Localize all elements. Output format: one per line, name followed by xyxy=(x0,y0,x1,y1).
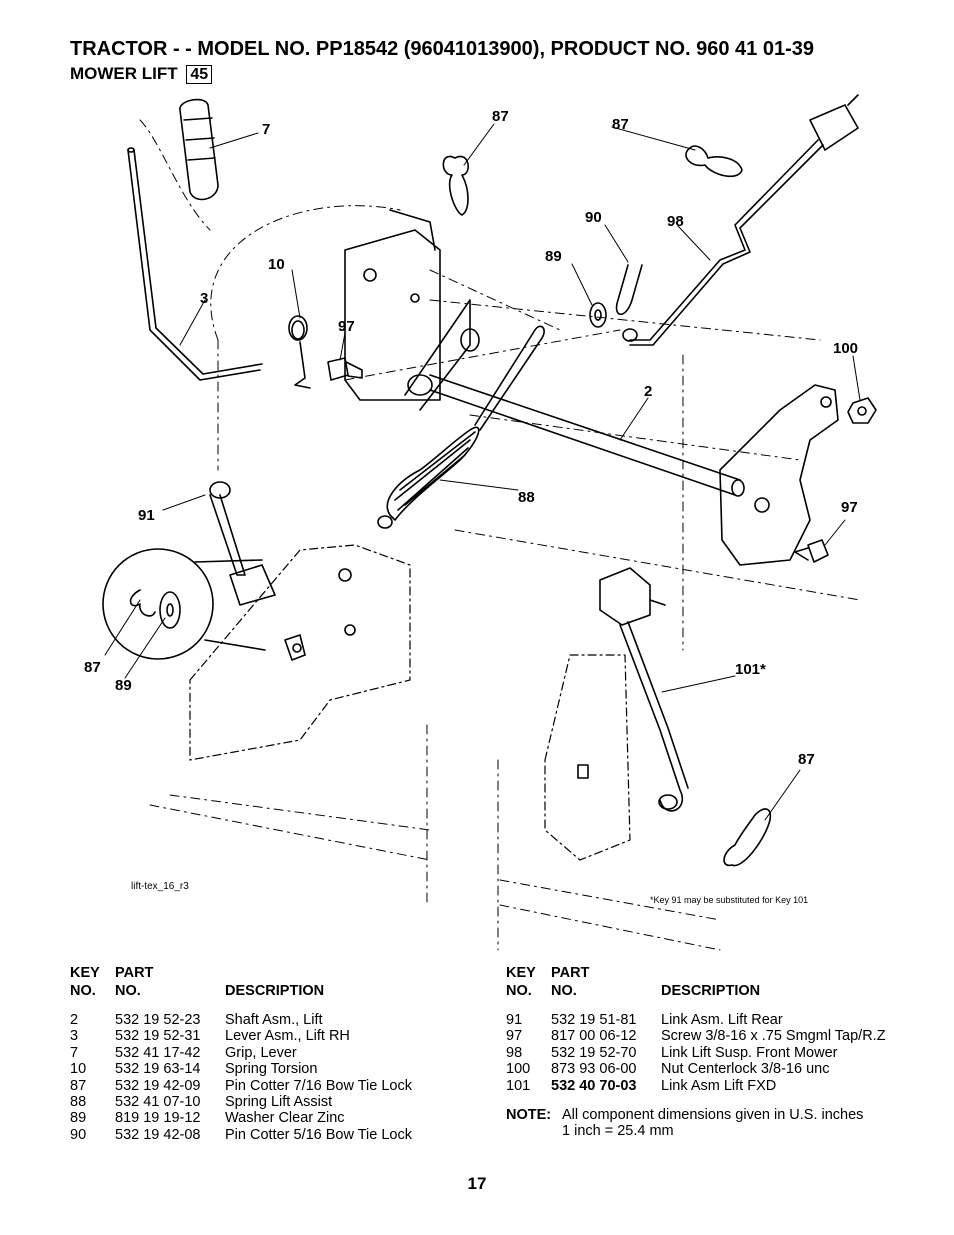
table-row: 7 532 41 17-42 Grip, Lever xyxy=(70,1045,465,1061)
part-key: 10 xyxy=(70,1061,87,1078)
note-label: NOTE: xyxy=(506,1107,552,1123)
page-title: TRACTOR - - MODEL NO. PP18542 (960410139… xyxy=(70,38,814,60)
table-row: 98 532 19 52-70 Link Lift Susp. Front Mowe… xyxy=(506,1045,911,1061)
part-description: Washer Clear Zinc xyxy=(225,1110,345,1127)
note-line-1: All component dimensions given in U.S. i… xyxy=(562,1107,864,1123)
description-header: DESCRIPTION xyxy=(225,983,325,999)
part-description: Pin Cotter 7/16 Bow Tie Lock xyxy=(225,1077,412,1094)
part-number: 532 40 70-03 xyxy=(551,1077,637,1094)
part-description: Link Asm Lift FXD xyxy=(661,1077,777,1094)
part-description: Nut Centerlock 3/8-16 unc xyxy=(661,1061,830,1078)
part-number: 532 19 42-09 xyxy=(115,1077,201,1094)
part-description: Link Asm. Lift Rear xyxy=(661,1012,783,1028)
part-key: 90 xyxy=(70,1126,87,1143)
table-row: 97 817 00 06-12 Screw 3/8-16 x .75 Smgml T… xyxy=(506,1028,911,1044)
callout-89-top: 89 xyxy=(545,248,562,265)
part-description: Pin Cotter 5/16 Bow Tie Lock xyxy=(225,1126,412,1143)
part-number: 532 19 42-08 xyxy=(115,1126,201,1143)
table-row: 2 532 19 52-23 Shaft Asm., Lift xyxy=(70,1012,465,1028)
part-key: 87 xyxy=(70,1077,87,1094)
callout-87-top-right: 87 xyxy=(612,116,629,133)
part-number: 873 93 06-00 xyxy=(551,1061,637,1078)
description-header: DESCRIPTION xyxy=(661,983,761,999)
section-title: MOWER LIFT 45 xyxy=(70,64,213,84)
callout-98: 98 xyxy=(667,213,684,230)
part-number: 532 19 52-70 xyxy=(551,1044,637,1061)
callout-7: 7 xyxy=(262,121,270,138)
part-key: 89 xyxy=(70,1110,87,1127)
callout-97-left: 97 xyxy=(338,318,355,335)
part-key: 7 xyxy=(70,1044,79,1061)
callout-2: 2 xyxy=(644,383,652,400)
part-key: 98 xyxy=(506,1044,523,1061)
part-number: 532 41 17-42 xyxy=(115,1044,201,1061)
callout-87-bottom: 87 xyxy=(798,751,815,768)
note-line-2: 1 inch = 25.4 mm xyxy=(562,1123,674,1139)
part-key: 101 xyxy=(506,1077,531,1094)
part-number: 817 00 06-12 xyxy=(551,1028,637,1045)
table-row: 90 532 19 42-08 Pin Cotter 5/16 Bow Tie Lo… xyxy=(70,1127,465,1143)
exploded-parts-diagram: 7 87 87 10 3 97 90 98 89 100 2 88 91 97 … xyxy=(84,94,877,951)
callout-10: 10 xyxy=(268,256,285,273)
callout-3: 3 xyxy=(200,290,208,307)
part-description: Grip, Lever xyxy=(225,1044,297,1061)
callout-88: 88 xyxy=(518,489,535,506)
table-row: 10 532 19 63-14 Spring Torsion xyxy=(70,1061,465,1077)
callout-90: 90 xyxy=(585,209,602,226)
part-key: 91 xyxy=(506,1012,523,1028)
section-number-badge: 45 xyxy=(186,65,213,84)
part-description: Spring Lift Assist xyxy=(225,1094,333,1111)
substitution-footnote: *Key 91 may be substituted for Key 101 xyxy=(650,895,809,905)
part-key: 97 xyxy=(506,1028,523,1045)
figure-reference: lift-tex_16_r3 xyxy=(131,881,189,892)
callout-91: 91 xyxy=(138,507,155,524)
part-description: Spring Torsion xyxy=(225,1061,318,1078)
dimension-note: NOTE: All component dimensions given in U… xyxy=(506,1107,863,1139)
part-key: 100 xyxy=(506,1061,531,1078)
part-key: 3 xyxy=(70,1028,79,1045)
part-description: Shaft Asm., Lift xyxy=(225,1012,323,1028)
callout-89-inset: 89 xyxy=(115,677,132,694)
part-number: 819 19 19-12 xyxy=(115,1110,201,1127)
page-number: 17 xyxy=(467,1174,487,1193)
table-row: 91 532 19 51-81 Link Asm. Lift Rear xyxy=(506,1012,911,1028)
part-description: Lever Asm., Lift RH xyxy=(225,1028,350,1045)
table-row: 3 532 19 52-31 Lever Asm., Lift RH xyxy=(70,1028,465,1044)
part-number: 532 19 63-14 xyxy=(115,1061,201,1078)
part-key: 88 xyxy=(70,1094,87,1111)
callout-87-inset: 87 xyxy=(84,659,101,676)
table-row: 88 532 41 07-10 Spring Lift Assist xyxy=(70,1094,465,1110)
part-description: Link Lift Susp. Front Mower xyxy=(661,1044,838,1061)
part-number: 532 19 51-81 xyxy=(551,1012,637,1028)
callout-100: 100 xyxy=(833,340,858,357)
table-row: 89 819 19 19-12 Washer Clear Zinc xyxy=(70,1110,465,1126)
part-number: 532 19 52-31 xyxy=(115,1028,201,1045)
table-row: 101 532 40 70-03 Link Asm Lift FXD xyxy=(506,1078,911,1094)
callout-101: 101* xyxy=(735,661,766,678)
callout-87-top: 87 xyxy=(492,108,509,125)
callout-97-right: 97 xyxy=(841,499,858,516)
section-name: MOWER LIFT xyxy=(70,64,178,83)
table-row: 100 873 93 06-00 Nut Centerlock 3/8-16 unc xyxy=(506,1061,911,1077)
part-number: 532 19 52-23 xyxy=(115,1012,201,1028)
part-key: 2 xyxy=(70,1012,79,1028)
part-number: 532 41 07-10 xyxy=(115,1094,201,1111)
table-row: 87 532 19 42-09 Pin Cotter 7/16 Bow Tie Lo… xyxy=(70,1078,465,1094)
part-description: Screw 3/8-16 x .75 Smgml Tap/R.Z xyxy=(661,1028,886,1045)
